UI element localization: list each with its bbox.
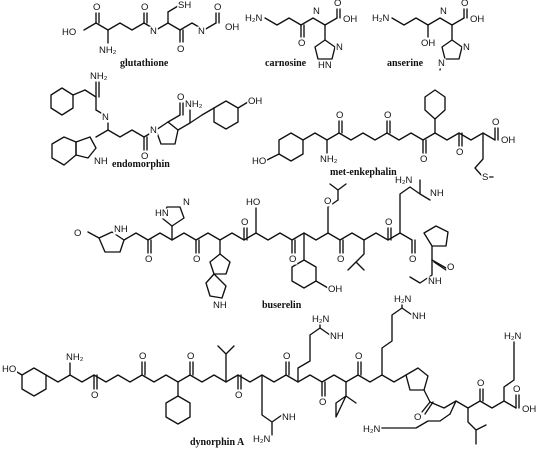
atom-H2N: H₂N <box>395 175 413 186</box>
carnosine-structure: H₂N O N O OH N HN carnosine <box>244 0 359 71</box>
atom-S: S <box>482 172 488 183</box>
atom-OH: OH <box>248 96 262 107</box>
atom-N: N <box>313 6 320 17</box>
atom-NH: NH <box>428 276 442 287</box>
atom-OH: OH <box>225 22 239 33</box>
atom-H2N: H₂N <box>363 424 381 435</box>
atom-N: N <box>150 26 157 37</box>
atom-N: N <box>438 58 445 69</box>
atom-O: O <box>141 151 148 162</box>
compound-name-endomorphin: endomorphin <box>112 159 170 170</box>
atom-O: O <box>334 0 341 9</box>
atom-OH: OH <box>343 14 357 25</box>
atom-O: O <box>385 217 392 228</box>
atom-H2N: H₂N <box>245 13 263 24</box>
atom-NH: NH <box>94 156 108 167</box>
atom-O: O <box>319 397 326 408</box>
atom-NH: NH <box>213 300 227 311</box>
atom-NH: NH <box>282 412 296 423</box>
atom-NH2: NH₂ <box>99 45 117 56</box>
atom-O: O <box>74 228 81 239</box>
dynorphin-a-structure: HO NH₂ O O O O H₂N NH O H₂N NH O O H₂N N… <box>1 294 538 448</box>
atom-NH: NH <box>412 311 426 322</box>
atom-O: O <box>177 44 184 55</box>
atom-OH: OH <box>470 14 484 25</box>
atom-O: O <box>492 117 499 128</box>
atom-OH: OH <box>328 284 342 295</box>
atom-O: O <box>355 351 362 362</box>
atom-O: O <box>91 390 98 401</box>
atom-NH: NH <box>114 224 128 235</box>
atom-NH2: NH₂ <box>66 352 84 363</box>
atom-O: O <box>414 412 421 423</box>
atom-N: N <box>198 26 205 37</box>
atom-O: O <box>177 92 184 103</box>
atom-H2N: H₂N <box>312 314 330 325</box>
atom-HN: HN <box>318 60 332 71</box>
atom-N: N <box>440 6 447 17</box>
atom-HO: HO <box>2 364 16 375</box>
atom-O: O <box>235 390 242 401</box>
atom-H2N: H₂N <box>394 294 412 305</box>
buserelin-structure: O NH O HN N O NH O HO O OH O O O H₂N NH … <box>73 175 456 311</box>
atom-OH: OH <box>501 135 515 146</box>
atom-O: O <box>324 196 331 207</box>
glutathione-structure: HO O NH₂ O SH O N N O OH glutathione <box>61 0 241 69</box>
atom-O: O <box>456 147 463 158</box>
atom-O: O <box>513 384 520 395</box>
atom-OH: OH <box>522 404 536 415</box>
atom-HO: HO <box>62 27 76 38</box>
atom-OH: OH <box>421 38 435 49</box>
atom-NH: NH <box>430 188 444 199</box>
atom-H2N: H₂N <box>504 331 522 342</box>
compound-name-dynorphin-a: dynorphin A <box>190 437 245 448</box>
atom-O: O <box>337 254 344 265</box>
atom-NH2: NH₂ <box>90 71 108 82</box>
atom-O: O <box>145 254 152 265</box>
atom-NH2: NH₂ <box>185 99 203 110</box>
endomorphin-structure: NH₂ N NH O N O NH₂ OH endomorphin <box>50 71 264 170</box>
atom-N: N <box>463 42 470 53</box>
atom-HO: HO <box>252 156 266 167</box>
atom-HN: HN <box>155 208 169 219</box>
atom-O: O <box>241 217 248 228</box>
atom-NH2: NH₂ <box>320 154 338 165</box>
atom-SH: SH <box>178 0 191 11</box>
atom-NH: NH <box>330 331 344 342</box>
atom-N: N <box>150 125 157 136</box>
atom-O: O <box>420 154 427 165</box>
atom-O: O <box>139 351 146 362</box>
atom-O: O <box>447 262 454 273</box>
anserine-structure: H₂N OH N O OH N N anserine <box>371 0 486 71</box>
atom-O: O <box>193 254 200 265</box>
atom-O: O <box>283 351 290 362</box>
compound-name-buserelin: buserelin <box>262 300 302 311</box>
compound-name-met-enkephalin: met-enkephalin <box>330 167 397 178</box>
compound-name-glutathione: glutathione <box>120 58 169 69</box>
atom-O: O <box>93 2 100 13</box>
met-enkephalin-structure: HO NH₂ O O O O O OH S met-enkephalin <box>251 89 517 183</box>
atom-H2N: H₂N <box>253 434 271 445</box>
atom-O: O <box>384 110 391 121</box>
atom-O: O <box>214 2 221 13</box>
atom-N: N <box>102 112 109 123</box>
atom-O: O <box>141 2 148 13</box>
atom-H2N: H₂N <box>372 13 390 24</box>
atom-O: O <box>336 110 343 121</box>
atom-O: O <box>461 0 468 9</box>
atom-O: O <box>289 254 296 265</box>
atom-O: O <box>409 254 416 265</box>
atom-O: O <box>477 378 484 389</box>
compound-name-anserine: anserine <box>387 58 424 69</box>
atom-N: N <box>183 197 190 208</box>
compound-name-carnosine: carnosine <box>265 58 307 69</box>
atom-HO: HO <box>246 197 260 208</box>
atom-O: O <box>298 38 305 49</box>
atom-N: N <box>336 42 343 53</box>
atom-O: O <box>187 351 194 362</box>
